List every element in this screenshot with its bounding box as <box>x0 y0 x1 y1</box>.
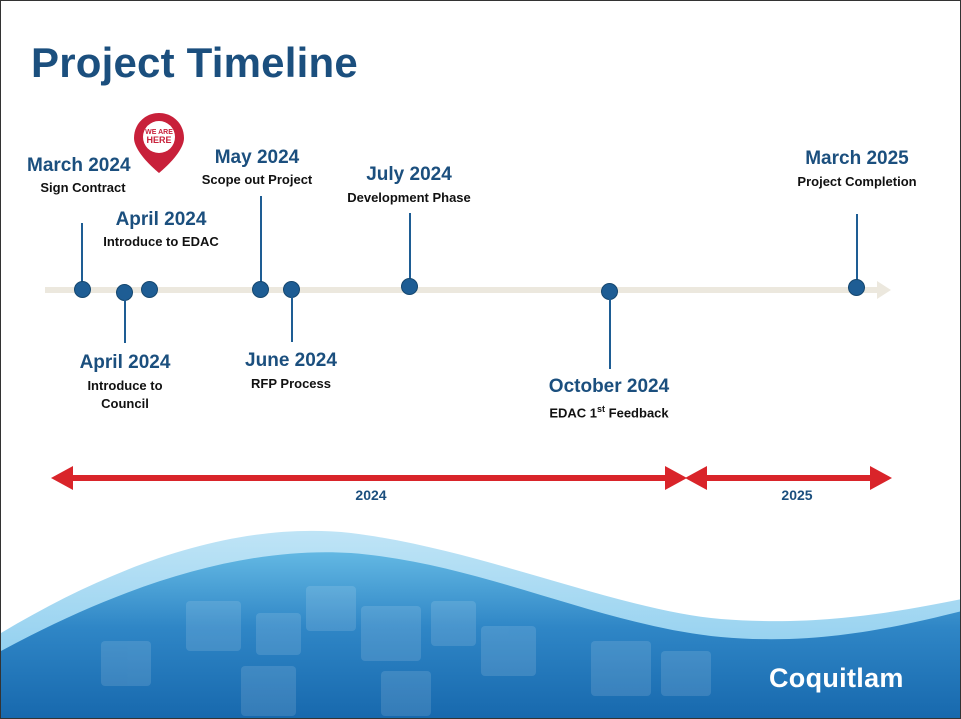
event-tick <box>260 196 262 286</box>
event-date-march-2024: March 2024 <box>27 155 131 176</box>
event-date-may-2024: May 2024 <box>214 147 300 168</box>
event-date-july-2024: July 2024 <box>366 164 452 185</box>
event-tick <box>124 297 126 343</box>
event-tick <box>609 297 611 369</box>
event-label-sign-contract: Sign Contract <box>40 180 126 195</box>
event-label-introduce-edac: Introduce to EDAC <box>103 234 219 249</box>
year-label-2025: 2025 <box>781 487 813 503</box>
event-label-development-phase: Development Phase <box>347 190 471 205</box>
event-dot-march-2024[interactable] <box>74 281 91 298</box>
event-tick <box>81 223 83 289</box>
event-date-march-2025: March 2025 <box>805 148 909 169</box>
event-date-october-2024: October 2024 <box>548 376 670 397</box>
event-label-introduce-council-line2: Council <box>101 396 149 411</box>
event-tick <box>856 214 858 286</box>
event-label-scope-project: Scope out Project <box>201 172 313 187</box>
event-date-april-2024-council: April 2024 <box>79 352 171 373</box>
event-tick <box>409 213 411 285</box>
event-tick <box>291 294 293 342</box>
event-dot-march-2025[interactable] <box>848 279 865 296</box>
coquitlam-logo: Coquitlam <box>769 663 904 693</box>
event-dot-april-2024-edac[interactable] <box>141 281 158 298</box>
event-label-project-completion: Project Completion <box>797 174 917 189</box>
svg-text:WE ARE: WE ARE <box>145 129 173 136</box>
event-label-introduce-council-line1: Introduce to <box>87 378 163 393</box>
event-date-april-2024-edac: April 2024 <box>115 209 207 230</box>
timeline-bar <box>45 281 891 299</box>
event-dot-july-2024[interactable] <box>401 278 418 295</box>
wave-main <box>1 552 960 718</box>
event-label-edac-feedback: EDAC 1st Feedback <box>549 404 669 421</box>
event-label-rfp-process: RFP Process <box>251 376 331 391</box>
year-label-2024: 2024 <box>355 487 387 503</box>
year-arrow-2025 <box>685 466 892 490</box>
svg-text:HERE: HERE <box>146 135 171 145</box>
wave-squares <box>101 586 711 716</box>
event-date-june-2024: June 2024 <box>245 350 337 371</box>
page-title: Project Timeline <box>31 39 358 86</box>
we-are-here-marker: WE ARE HERE <box>134 113 184 173</box>
year-arrow-2024 <box>51 466 687 490</box>
event-dot-may-2024[interactable] <box>252 281 269 298</box>
